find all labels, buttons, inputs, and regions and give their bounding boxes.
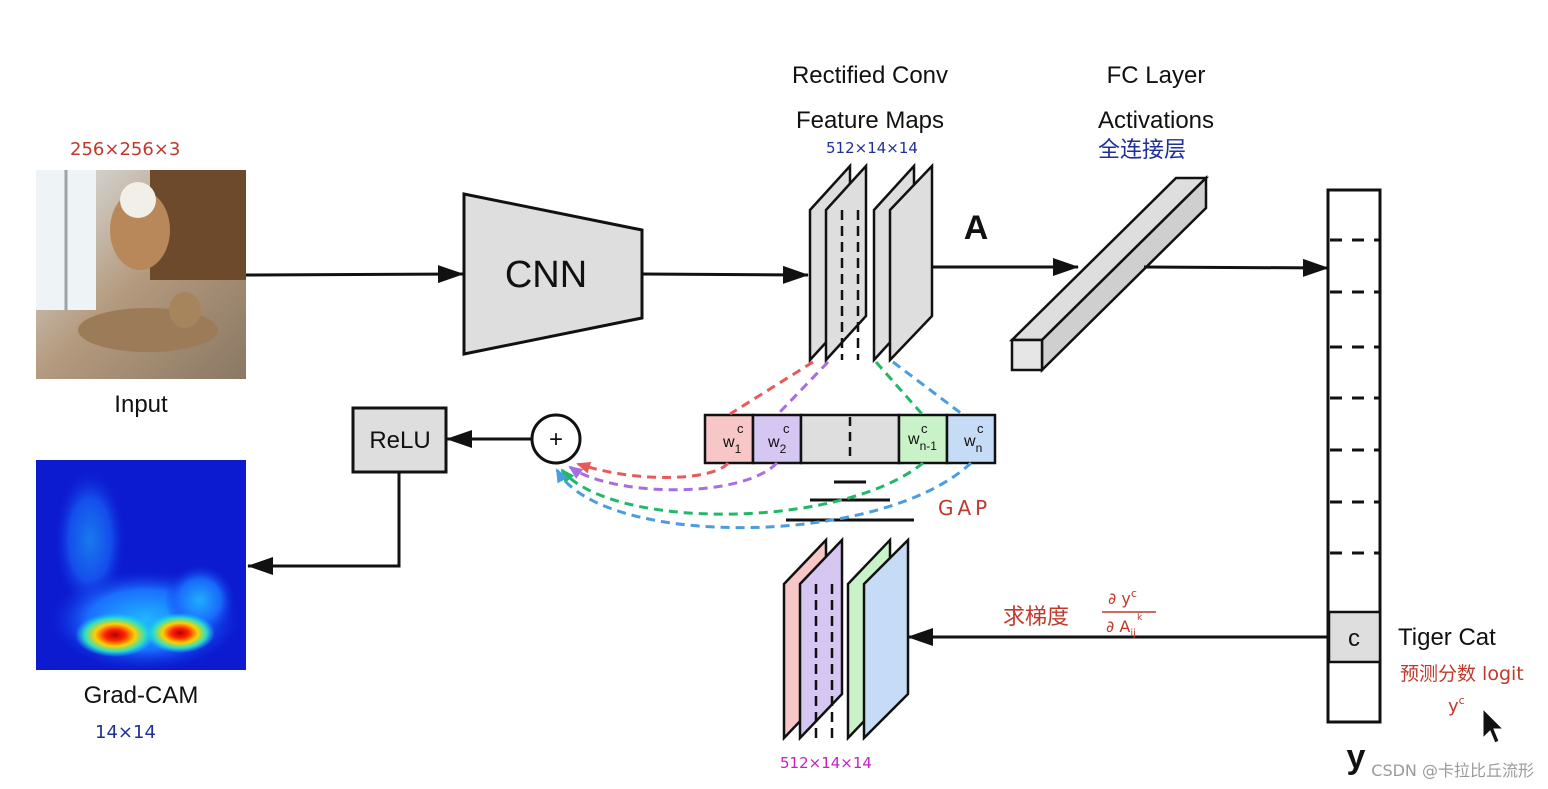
fc-title-line1: FC Layer (1107, 62, 1206, 89)
input-shape-annotation: 256×256×3 (70, 139, 180, 160)
arrow-cnn-to-maps (641, 265, 809, 284)
weight-connectors (555, 360, 973, 530)
svg-text:∂ Aij: ∂ Aij (1106, 617, 1136, 639)
rectified-title-line2: Feature Maps (796, 107, 944, 134)
gradient-maps-stack (782, 536, 910, 742)
gradient-chinese-annotation: 求梯度 (1003, 605, 1069, 630)
connector-red-sum (576, 461, 730, 479)
arrow-input-to-cnn (245, 265, 464, 284)
gap-overline (786, 480, 914, 522)
tiger-cat-label: Tiger Cat (1398, 624, 1496, 651)
weight-n-1-sup: c (921, 421, 928, 436)
connector-blue-top (892, 360, 963, 416)
y-vector-label: y (1347, 738, 1366, 776)
weight-1-sup: c (737, 421, 744, 436)
rectified-title-line1: Rectified Conv (792, 62, 948, 89)
svg-text:k: k (1137, 613, 1143, 623)
cursor-icon (1482, 707, 1505, 744)
class-c-cell (1327, 610, 1382, 664)
gradient-formula: ∂ yc ∂ Aij k (1102, 587, 1156, 639)
flow-arrows (245, 258, 1329, 646)
cnn-label: CNN (505, 254, 587, 296)
watermark: CSDN @卡拉比丘流形 (1371, 761, 1534, 780)
connector-green-top (874, 361, 924, 415)
weight-n-sup: c (977, 421, 984, 436)
input-image (36, 170, 246, 379)
weight-vector (703, 413, 997, 465)
relu-label: ReLU (369, 427, 430, 454)
weight-n-1-label: wn-1 (907, 431, 937, 453)
connector-purple-sum (568, 461, 779, 492)
weight-cell-n-1 (897, 413, 949, 465)
gradcam-heatmap (36, 460, 246, 670)
fc-chinese-annotation: 全连接层 (1098, 138, 1186, 163)
arrow-fc-to-y (1143, 258, 1329, 277)
connector-red-top (729, 360, 814, 416)
svg-text:∂ yc: ∂ yc (1108, 587, 1137, 608)
fc-title-line2: Activations (1098, 107, 1214, 134)
class-c-label: c (1348, 625, 1360, 652)
gap-annotation: GAP (938, 496, 991, 520)
weight-n-label: wn (963, 433, 982, 455)
cam-shape-annotation: 14×14 (95, 722, 156, 743)
fc-layer-bar (1008, 175, 1210, 373)
gradient-shape-annotation: 512×14×14 (780, 754, 872, 772)
weight-1-label: w1 (722, 434, 742, 456)
logit-y-annotation: yc (1448, 694, 1465, 717)
feature-maps-stack (808, 162, 934, 364)
feature-shape-annotation: 512×14×14 (826, 139, 918, 157)
weight-2-label: w2 (767, 434, 787, 456)
weight-2-sup: c (783, 421, 790, 436)
input-label: Input (114, 391, 168, 418)
sum-plus-label: + (549, 426, 563, 453)
arrow-relu-to-gradcam (247, 472, 401, 575)
gradcam-label: Grad-CAM (84, 682, 199, 709)
weight-labels: w1 c w2 c wn-1 c wn c (722, 421, 984, 456)
svg-text:yc: yc (1448, 694, 1465, 717)
logit-chinese-annotation: 预测分数 logit (1400, 663, 1524, 685)
activation-A-label: A (964, 209, 989, 247)
connector-purple-top (776, 360, 830, 416)
connector-green-sum (560, 461, 924, 516)
output-vector (1326, 188, 1382, 724)
cnn-block (462, 192, 644, 356)
